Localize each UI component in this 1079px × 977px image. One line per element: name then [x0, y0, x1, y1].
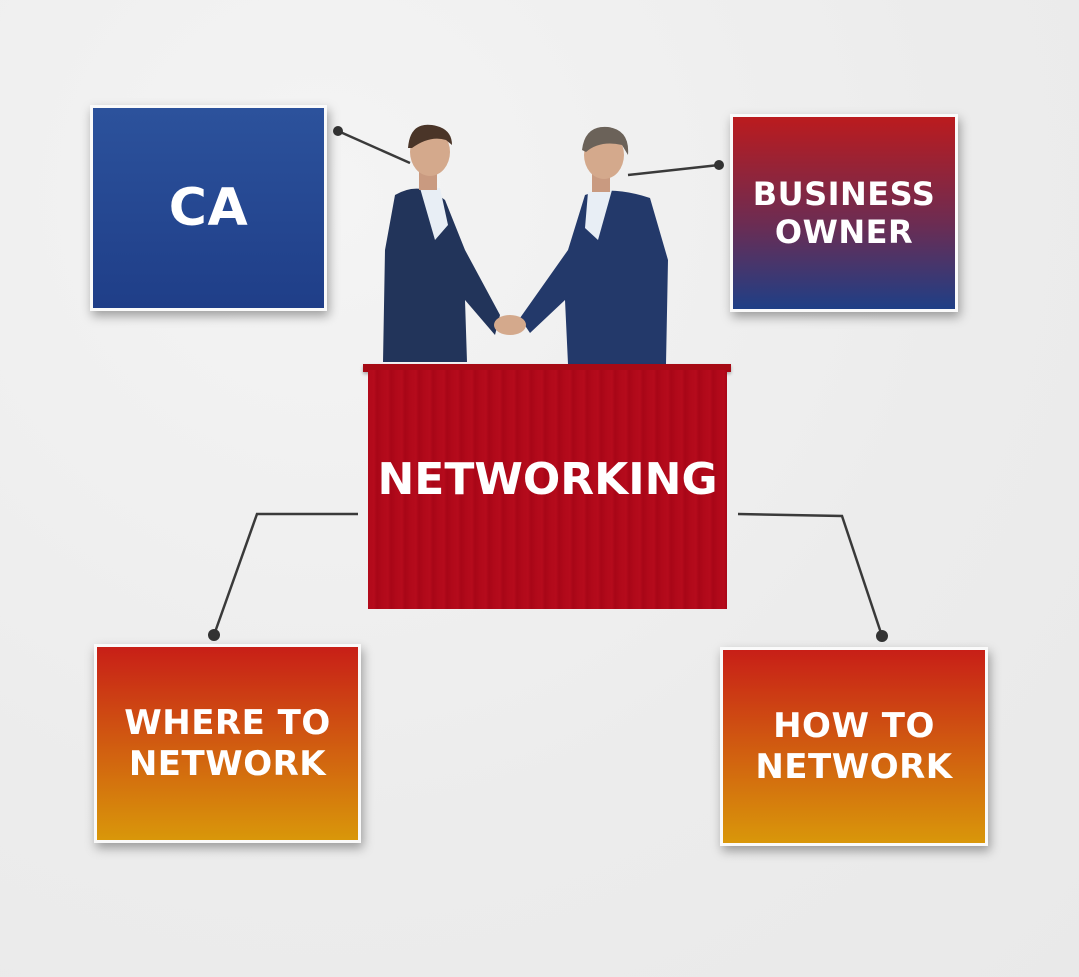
- connector-where: [212, 512, 358, 636]
- node-label-line: HOW TO: [773, 705, 935, 746]
- center-label: NETWORKING: [377, 454, 718, 505]
- node-label-line: WHERE TO: [124, 702, 331, 743]
- node-label-line: OWNER: [774, 213, 914, 251]
- connector-dot: [208, 629, 220, 641]
- connector-ca: [337, 129, 411, 165]
- podium-top: [363, 364, 731, 372]
- node-ca-label: CA: [168, 177, 249, 238]
- connector-dot: [333, 126, 343, 136]
- connector-dot: [714, 160, 724, 170]
- node-ca: CA: [90, 105, 327, 311]
- node-label-line: NETWORK: [755, 746, 953, 787]
- node-label-line: BUSINESS: [752, 174, 936, 213]
- node-label-line: NETWORK: [128, 743, 327, 784]
- connector-how: [737, 512, 884, 637]
- center-node-networking: NETWORKING: [368, 370, 727, 609]
- connector-dot: [876, 630, 888, 642]
- connector-business-owner: [627, 163, 720, 177]
- handshake-illustration: [383, 124, 668, 364]
